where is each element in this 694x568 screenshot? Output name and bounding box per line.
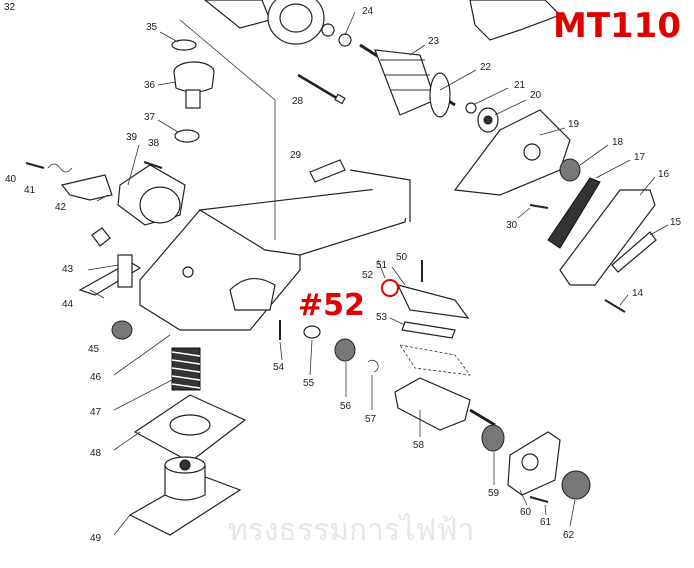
label-50: 50 [396, 252, 408, 263]
washer-55 [303, 325, 321, 339]
label-62: 62 [563, 530, 575, 541]
lock-knob-43 [91, 227, 111, 247]
label-42: 42 [55, 202, 67, 213]
watermark-text: ทรงธรรมการไฟฟ้า [228, 512, 474, 548]
label-47: 47 [90, 407, 102, 418]
label-43: 43 [62, 264, 74, 275]
screw-38 [143, 161, 163, 169]
label-20: 20 [530, 90, 542, 101]
label-36: 36 [144, 80, 156, 91]
main-body-46 [139, 169, 411, 331]
drive-belt-17 [547, 177, 601, 249]
belt-cover-16 [559, 189, 656, 286]
label-19: 19 [568, 119, 580, 130]
washer-35 [171, 39, 197, 51]
label-48: 48 [90, 448, 102, 459]
part-callout: #52 [298, 288, 365, 323]
bracket-42 [60, 174, 113, 201]
washer-24b [338, 33, 352, 47]
label-24: 24 [362, 6, 374, 17]
dust-nozzle-39 [117, 164, 186, 226]
model-title: MT110 [553, 6, 681, 46]
lock-nut-45 [111, 320, 133, 340]
label-30: 30 [506, 220, 518, 231]
screw-61 [529, 496, 549, 503]
label-58: 58 [413, 440, 425, 451]
label-55: 55 [303, 378, 315, 389]
armature-23 [359, 43, 456, 118]
label-53: 53 [376, 312, 388, 323]
label-61: 61 [540, 517, 552, 528]
washer-24a [321, 23, 335, 37]
screw-40 [25, 162, 45, 169]
brush-holder-top [469, 0, 562, 41]
label-16: 16 [658, 169, 670, 180]
label-54: 54 [273, 362, 285, 373]
label-21: 21 [514, 80, 526, 91]
label-46: 46 [90, 372, 102, 383]
leader-lines [87, 11, 669, 536]
blade-assembly-outline [399, 344, 471, 376]
part-number-labels: 32 35 36 37 38 39 40 41 42 43 44 45 46 4… [4, 2, 682, 544]
blade-53 [401, 321, 456, 339]
label-28: 28 [292, 96, 304, 107]
label-51: 51 [376, 260, 388, 271]
label-22: 22 [480, 62, 492, 73]
label-60: 60 [520, 507, 532, 518]
label-32: 32 [4, 2, 16, 13]
label-57: 57 [365, 414, 377, 425]
label-44: 44 [62, 299, 74, 310]
screw-30 [529, 204, 549, 209]
label-plate-15 [611, 231, 657, 273]
label-49: 49 [90, 533, 102, 544]
spring-47 [171, 347, 201, 391]
bearing-59 [481, 424, 505, 452]
depth-knob-36 [173, 61, 215, 109]
washer-37 [174, 129, 200, 143]
label-29 [309, 159, 346, 183]
washer-21 [465, 102, 477, 114]
pulley-18 [559, 158, 581, 182]
label-18: 18 [612, 137, 624, 148]
label-52: 52 [362, 270, 374, 281]
bearing-56 [334, 338, 356, 362]
label-40: 40 [5, 174, 17, 185]
label-29: 29 [290, 150, 302, 161]
label-35: 35 [146, 22, 158, 33]
base-49 [128, 456, 242, 536]
screw-14 [604, 299, 626, 313]
cutter-drum-58 [394, 377, 496, 431]
label-14: 14 [632, 288, 644, 299]
label-37: 37 [144, 112, 156, 123]
spring-41 [47, 163, 73, 173]
label-38: 38 [148, 138, 160, 149]
top-partial-housing [204, 0, 271, 29]
pulley-62 [561, 470, 591, 500]
label-45: 45 [88, 344, 100, 355]
label-15: 15 [670, 217, 682, 228]
label-39: 39 [126, 132, 138, 143]
label-17: 17 [634, 152, 646, 163]
bearing-cover-19 [453, 109, 571, 196]
retaining-ring-57 [367, 359, 379, 373]
label-23: 23 [428, 36, 440, 47]
label-41: 41 [24, 185, 36, 196]
screw-28 [297, 73, 341, 102]
label-56: 56 [340, 401, 352, 412]
bearing-ring-inner [279, 3, 313, 33]
label-59: 59 [488, 488, 500, 499]
blade-plate-51 [396, 284, 470, 319]
highlight-circle-52 [381, 279, 399, 297]
